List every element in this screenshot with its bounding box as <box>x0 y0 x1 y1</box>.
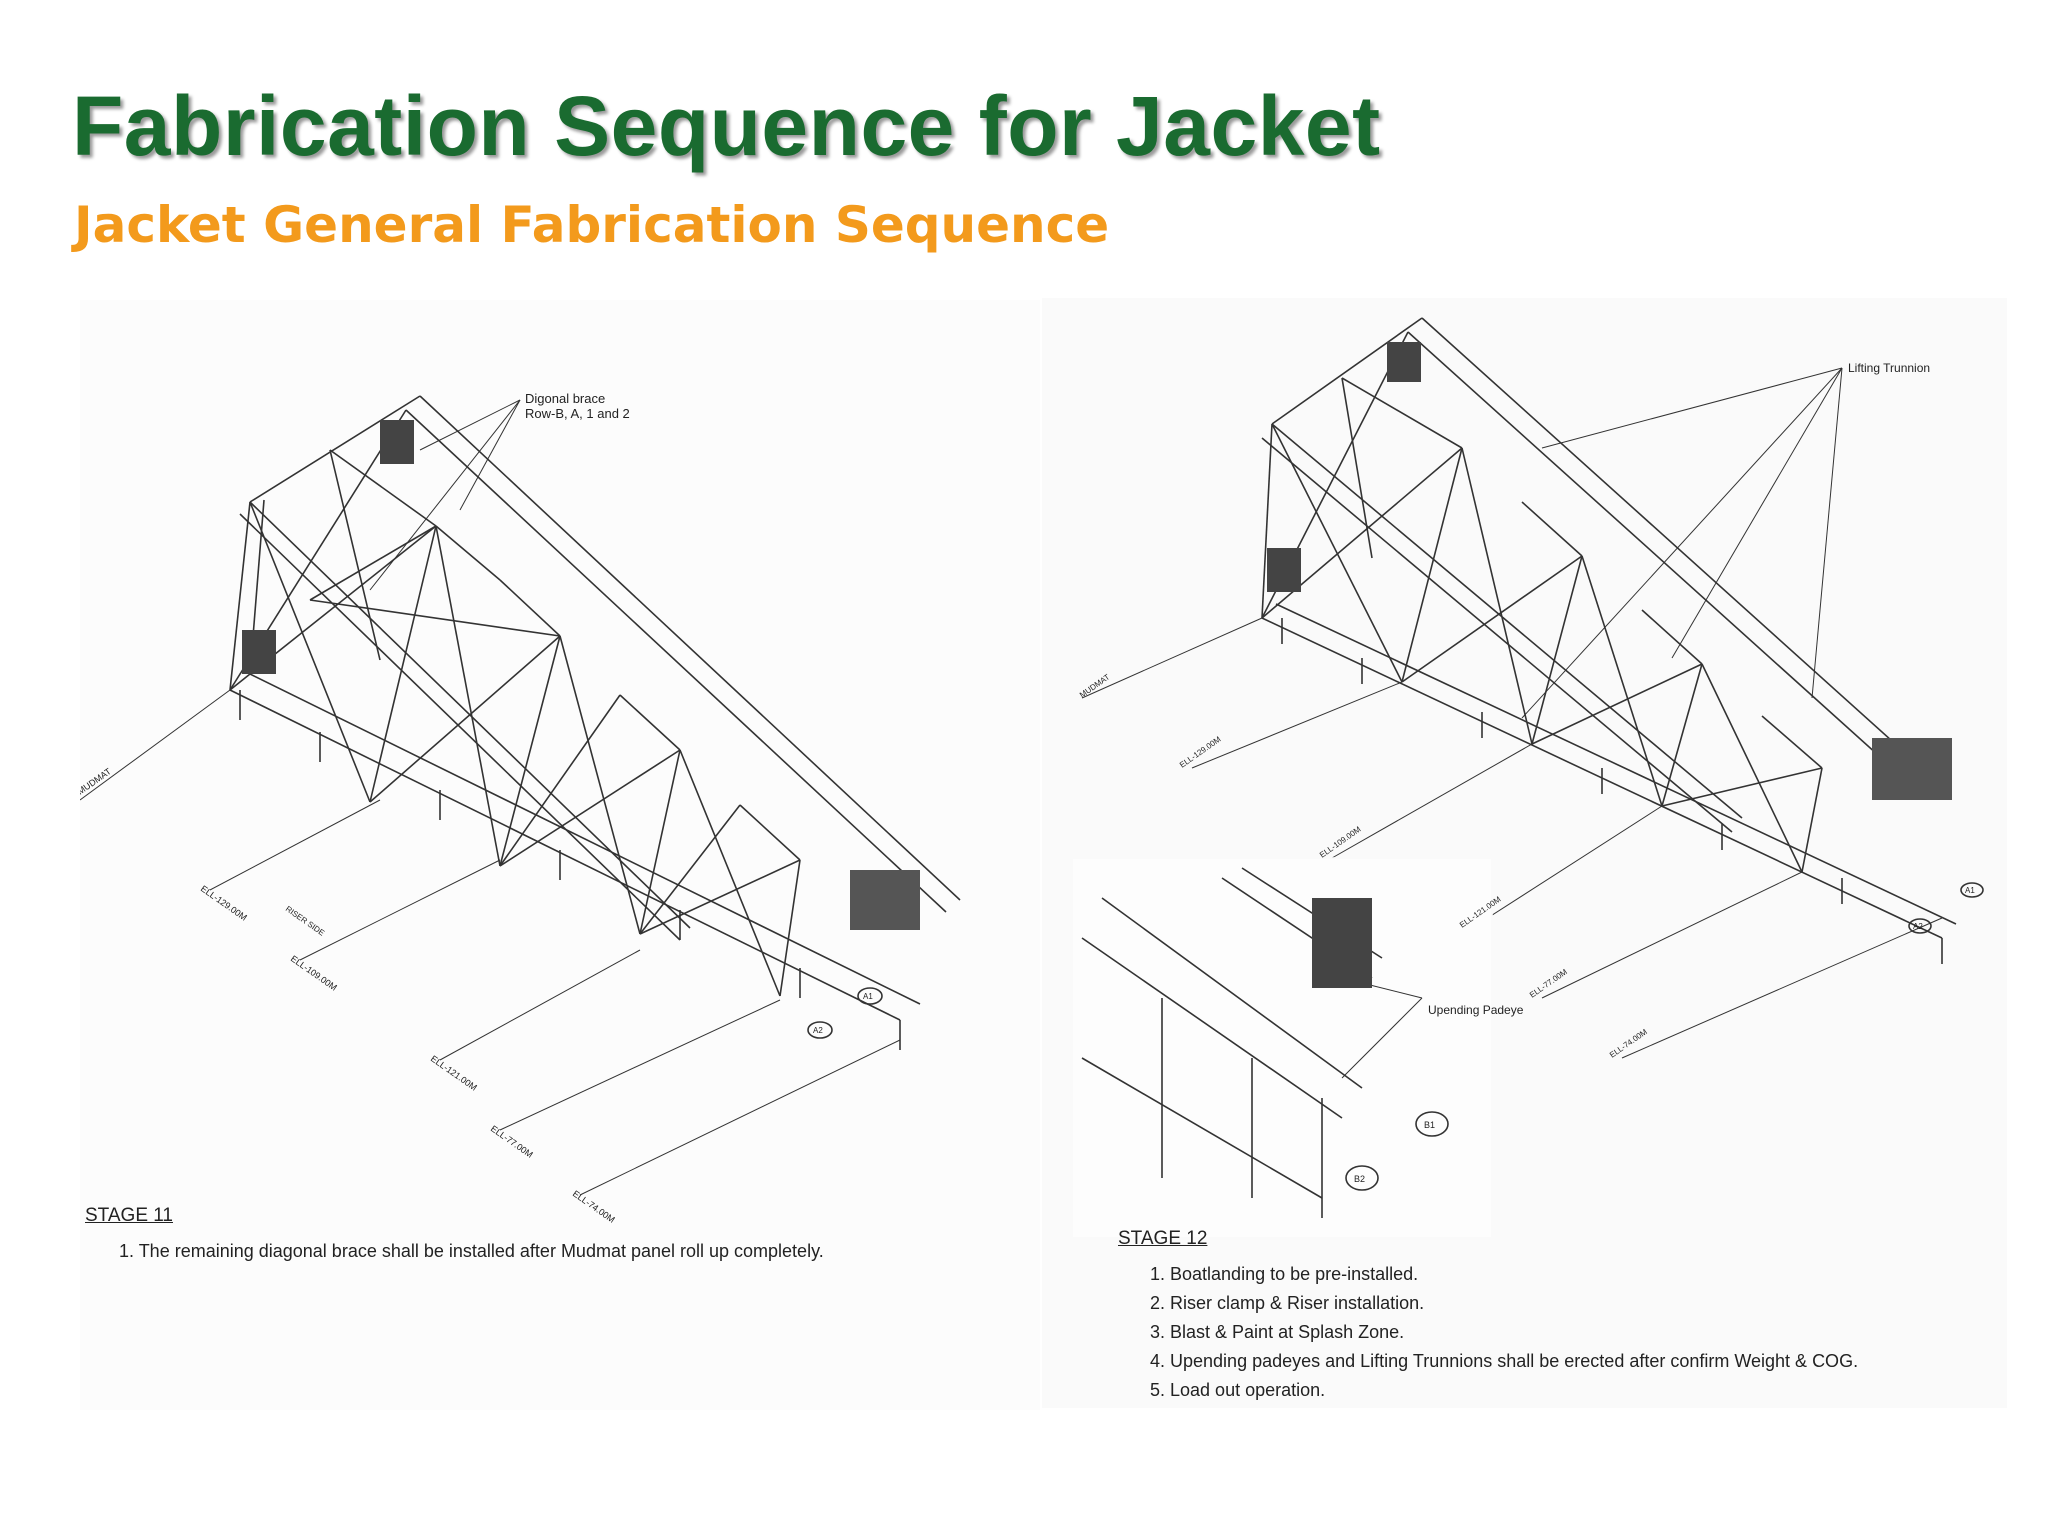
stage-12-note-5: 5. Load out operation. <box>1150 1380 1326 1400</box>
callout-diagonal-brace: Digonal brace <box>525 391 605 406</box>
stage-12-notes-block: STAGE 12 1. Boatlanding to be pre-instal… <box>1118 1228 1858 1408</box>
callout-diagonal-brace-rows: Row-B, A, 1 and 2 <box>525 406 630 421</box>
slide-subtitle: Jacket General Fabrication Sequence <box>74 196 1110 254</box>
stage-12-note-3: 3. Blast & Paint at Splash Zone. <box>1150 1322 1405 1342</box>
stage-12-note-1: 1. Boatlanding to be pre-installed. <box>1150 1264 1419 1284</box>
mudmat-label: MUDMAT <box>80 766 113 797</box>
stage-12-jacket-drawing: Lifting Trunnion Upending Padeye MUDMAT … <box>1071 317 1984 1239</box>
slide-title: Fabrication Sequence for Jacket <box>72 79 1381 173</box>
stage-11-panel: Digonal brace Row-B, A, 1 and 2 MUDMAT E… <box>80 300 1040 1410</box>
mudmat-label: MUDMAT <box>1078 672 1112 699</box>
grid-marker: A2 <box>813 1026 823 1035</box>
elevation-label: ELL-109.00M <box>289 953 339 992</box>
elevation-label: ELL-129.00M <box>199 883 249 922</box>
grid-marker: A2 <box>1913 922 1923 931</box>
stage-12-panel: Lifting Trunnion Upending Padeye MUDMAT … <box>1042 298 2007 1408</box>
stage-11-note-1: 1. The remaining diagonal brace shall be… <box>119 1241 824 1261</box>
upending-padeye-label: Upending Padeye <box>1428 1003 1524 1017</box>
stage-12-title: STAGE 12 <box>1118 1228 1208 1249</box>
grid-marker: A1 <box>863 992 873 1001</box>
elevation-label: ELL-77.00M <box>489 1123 535 1159</box>
elevation-label: ELL-109.00M <box>1318 825 1363 860</box>
grid-marker: B2 <box>1354 1174 1365 1184</box>
lifting-trunnion-label: Lifting Trunnion <box>1848 361 1930 375</box>
grid-marker: B1 <box>1424 1120 1435 1130</box>
stage-12-note-4: 4. Upending padeyes and Lifting Trunnion… <box>1150 1351 1859 1371</box>
grid-marker: A1 <box>1965 886 1975 895</box>
stage-11-jacket-drawing: Digonal brace Row-B, A, 1 and 2 MUDMAT E… <box>80 391 961 1225</box>
elevation-label: ELL-121.00M <box>429 1053 479 1092</box>
stage-11-notes-block: STAGE 11 1. The remaining diagonal brace… <box>85 1205 824 1270</box>
riser-side-label: RISER SIDE <box>284 904 326 937</box>
stage-11-title: STAGE 11 <box>85 1205 173 1226</box>
stage-12-note-2: 2. Riser clamp & Riser installation. <box>1150 1293 1425 1313</box>
